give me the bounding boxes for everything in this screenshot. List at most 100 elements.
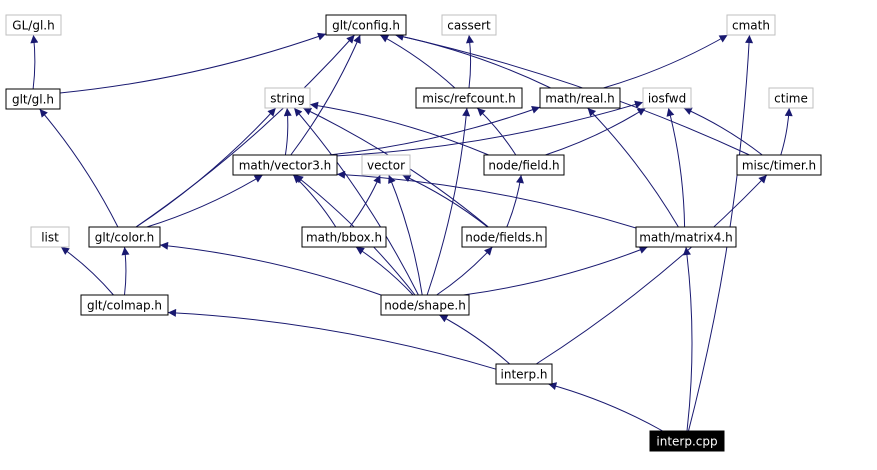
node-label: ctime [774,92,808,106]
node-box [301,226,387,248]
edge-math_bbox_h-to-vector [349,174,381,228]
node-misc-refcount-h[interactable]: misc/refcount.h [415,87,523,109]
node-box [5,14,62,36]
node-box [495,363,553,385]
edge-math_vector3_h-to-math_real_h [328,106,541,156]
node-label: string [270,92,304,106]
edge-glt_gl_h-to-gl_gl_h [30,34,39,90]
node-label: node/fields.h [465,231,543,245]
node-cassert: cassert [441,14,497,36]
edge-glt_colmap_h-to-glt_color_h [121,246,130,296]
edge-math_vector3_h-to-string [283,107,292,156]
edge-math_vector3_h-to-glt_config_h [290,34,361,156]
node-label: node/field.h [488,159,559,173]
node-label: glt/colmap.h [87,299,162,313]
node-glt-gl-h[interactable]: glt/gl.h [5,88,61,110]
node-math-vector3-h[interactable]: math/vector3.h [232,154,338,176]
edge-node_fields_h-to-node_field_h [506,174,524,228]
edge-math_real_h-to-glt_config_h [395,32,551,89]
edge-math_vector3_h-to-iosfwd [336,100,644,157]
edge-interp_h-to-node_shape_h [439,314,511,365]
node-interp-h[interactable]: interp.h [495,363,553,385]
edge-node_shape_h-to-math_bbox_h [355,246,414,296]
node-box [726,14,776,36]
node-label: math/bbox.h [306,231,382,245]
edge-node_field_h-to-string [309,101,489,156]
edge-node_shape_h-to-string [293,107,419,296]
node-list: list [30,226,70,248]
edge-misc_timer_h-to-iosfwd [683,107,763,156]
node-label: interp.h [501,368,548,382]
edge-interp_h-to-glt_colmap_h [167,308,497,370]
node-label: cassert [447,19,491,33]
edge-misc_refcount_h-to-cassert [465,34,474,89]
edge-misc_refcount_h-to-glt_config_h [379,34,456,89]
edge-math_matrix4_h-to-iosfwd [666,107,686,228]
node-box [380,294,470,316]
node-string: string [264,87,311,109]
node-box [736,154,822,176]
edge-math_bbox_h-to-math_vector3_h [292,174,337,228]
node-vector: vector [361,154,411,176]
edge-glt_color_h-to-glt_config_h [135,34,355,228]
edge-node_shape_h-to-vector [388,174,423,296]
node-label: list [41,231,59,245]
node-label: GL/gl.h [12,19,54,33]
edge-interp_cpp-to-interp_h [548,382,663,432]
node-math-real-h[interactable]: math/real.h [539,87,621,109]
node-cmath: cmath [726,14,776,36]
node-label: math/real.h [545,92,615,106]
node-ctime: ctime [768,87,814,109]
edge-glt_colmap_h-to-list [60,246,114,296]
node-glt-colmap-h[interactable]: glt/colmap.h [80,294,169,316]
node-math-matrix4-h[interactable]: math/matrix4.h [635,226,737,248]
node-box [461,226,547,248]
edge-node_fields_h-to-vector [402,174,488,228]
edge-node_field_h-to-misc_refcount_h [476,107,517,156]
node-box [88,226,161,248]
dependency-nodes: GL/gl.h glt/config.h cassert cmath glt/gl.h s… [5,14,822,452]
node-box [483,154,565,176]
node-label: vector [367,159,405,173]
edge-node_field_h-to-iosfwd [545,107,646,156]
node-label: cmath [732,19,770,33]
node-box [264,87,311,109]
node-label: misc/timer.h [742,159,816,173]
edge-glt_color_h-to-math_vector3_h [146,174,263,228]
node-box [441,14,497,36]
node-label: node/shape.h [384,299,466,313]
node-math-bbox-h[interactable]: math/bbox.h [301,226,387,248]
node-box [642,87,692,109]
edge-misc_timer_h-to-glt_config_h [395,32,750,156]
node-node-shape-h[interactable]: node/shape.h [380,294,470,316]
node-box [325,14,407,36]
edge-node_shape_h-to-glt_color_h [159,241,382,296]
node-misc-timer-h[interactable]: misc/timer.h [736,154,822,176]
edge-glt_color_h-to-glt_gl_h [39,108,119,228]
node-box [539,87,621,109]
edge-interp_h-to-misc_timer_h [535,174,768,365]
node-iosfwd: iosfwd [642,87,692,109]
node-box [361,154,411,176]
node-label: glt/config.h [332,19,400,33]
edge-glt_gl_h-to-glt_config_h [59,32,327,94]
node-box [649,430,725,452]
node-glt-config-h[interactable]: glt/config.h [325,14,407,36]
node-box [768,87,814,109]
node-label: glt/gl.h [12,93,54,107]
node-label: iosfwd [648,92,686,106]
node-node-fields-h[interactable]: node/fields.h [461,226,547,248]
edge-node_shape_h-to-misc_refcount_h [426,107,471,296]
edge-misc_timer_h-to-ctime [780,107,793,156]
node-interp-cpp[interactable]: interp.cpp [649,430,725,452]
edge-math_real_h-to-cmath [603,34,728,89]
node-node-field-h[interactable]: node/field.h [483,154,565,176]
edge-node_shape_h-to-node_fields_h [436,246,493,296]
node-box [415,87,523,109]
node-box [80,294,169,316]
edge-node_shape_h-to-math_matrix4_h [463,246,648,296]
node-glt-color-h[interactable]: glt/color.h [88,226,161,248]
edge-glt_color_h-to-string [135,107,277,228]
edge-math_matrix4_h-to-math_vector3_h [336,170,637,229]
